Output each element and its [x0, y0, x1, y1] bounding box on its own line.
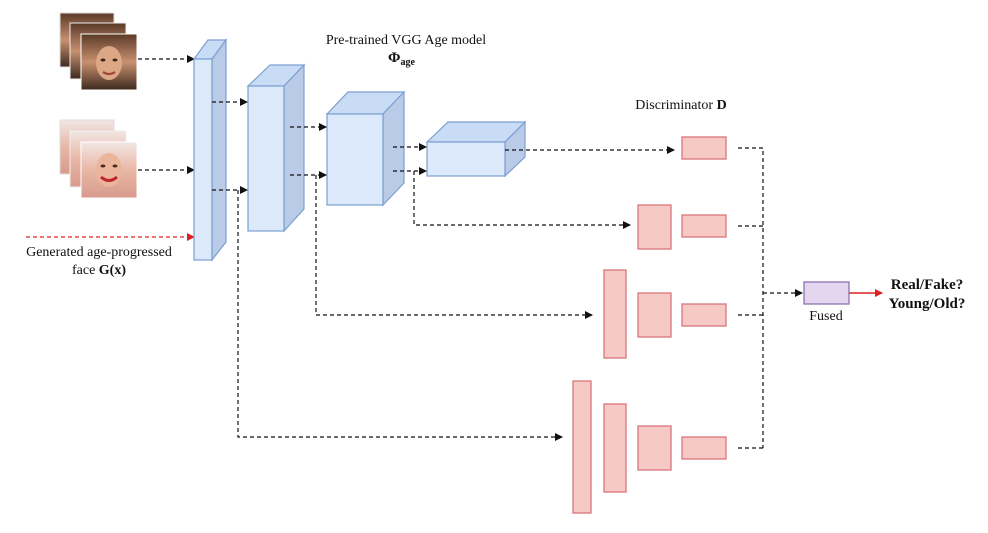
- vgg-block-3: [325, 90, 406, 207]
- vgg-block-2: [246, 63, 306, 233]
- disc-branch2-layer1: [637, 204, 672, 250]
- input-face-stack-old: [59, 119, 138, 199]
- generated-label-line1: Generated age-progressed: [26, 245, 172, 260]
- fusion-bus: [738, 147, 764, 449]
- disc-branch4-layer3: [637, 425, 672, 471]
- fused-block: [803, 281, 850, 305]
- discriminator-label: Discriminator D: [635, 98, 726, 113]
- discriminator-symbol: D: [717, 98, 727, 113]
- output-young-old: Young/Old?: [889, 296, 966, 312]
- disc-branch3-layer2: [637, 292, 672, 338]
- generator-symbol: G(x): [99, 263, 127, 278]
- vgg-model-symbol: Φage: [388, 50, 415, 68]
- vgg-block-1: [192, 38, 228, 262]
- output-real-fake: Real/Fake?: [891, 277, 964, 293]
- vgg-model-title: Pre-trained VGG Age model: [326, 33, 486, 48]
- input-face-stack-young: [59, 12, 138, 91]
- disc-branch4-output: [681, 436, 727, 460]
- vgg-block-4: [425, 120, 527, 178]
- disc-branch4-layer1: [572, 380, 592, 514]
- disc-branch3-output: [681, 303, 727, 327]
- fused-label: Fused: [809, 309, 842, 324]
- tap-vgg1-to-branch4: [237, 190, 563, 441]
- disc-branch4-layer2: [603, 403, 627, 493]
- generated-label-line2: face G(x): [72, 263, 126, 278]
- disc-branch2-output: [681, 214, 727, 238]
- disc-branch1-output: [681, 136, 727, 160]
- tap-vgg2-to-branch3: [315, 175, 593, 319]
- tap-vgg3-to-branch2: [413, 171, 631, 229]
- disc-branch3-layer1: [603, 269, 627, 359]
